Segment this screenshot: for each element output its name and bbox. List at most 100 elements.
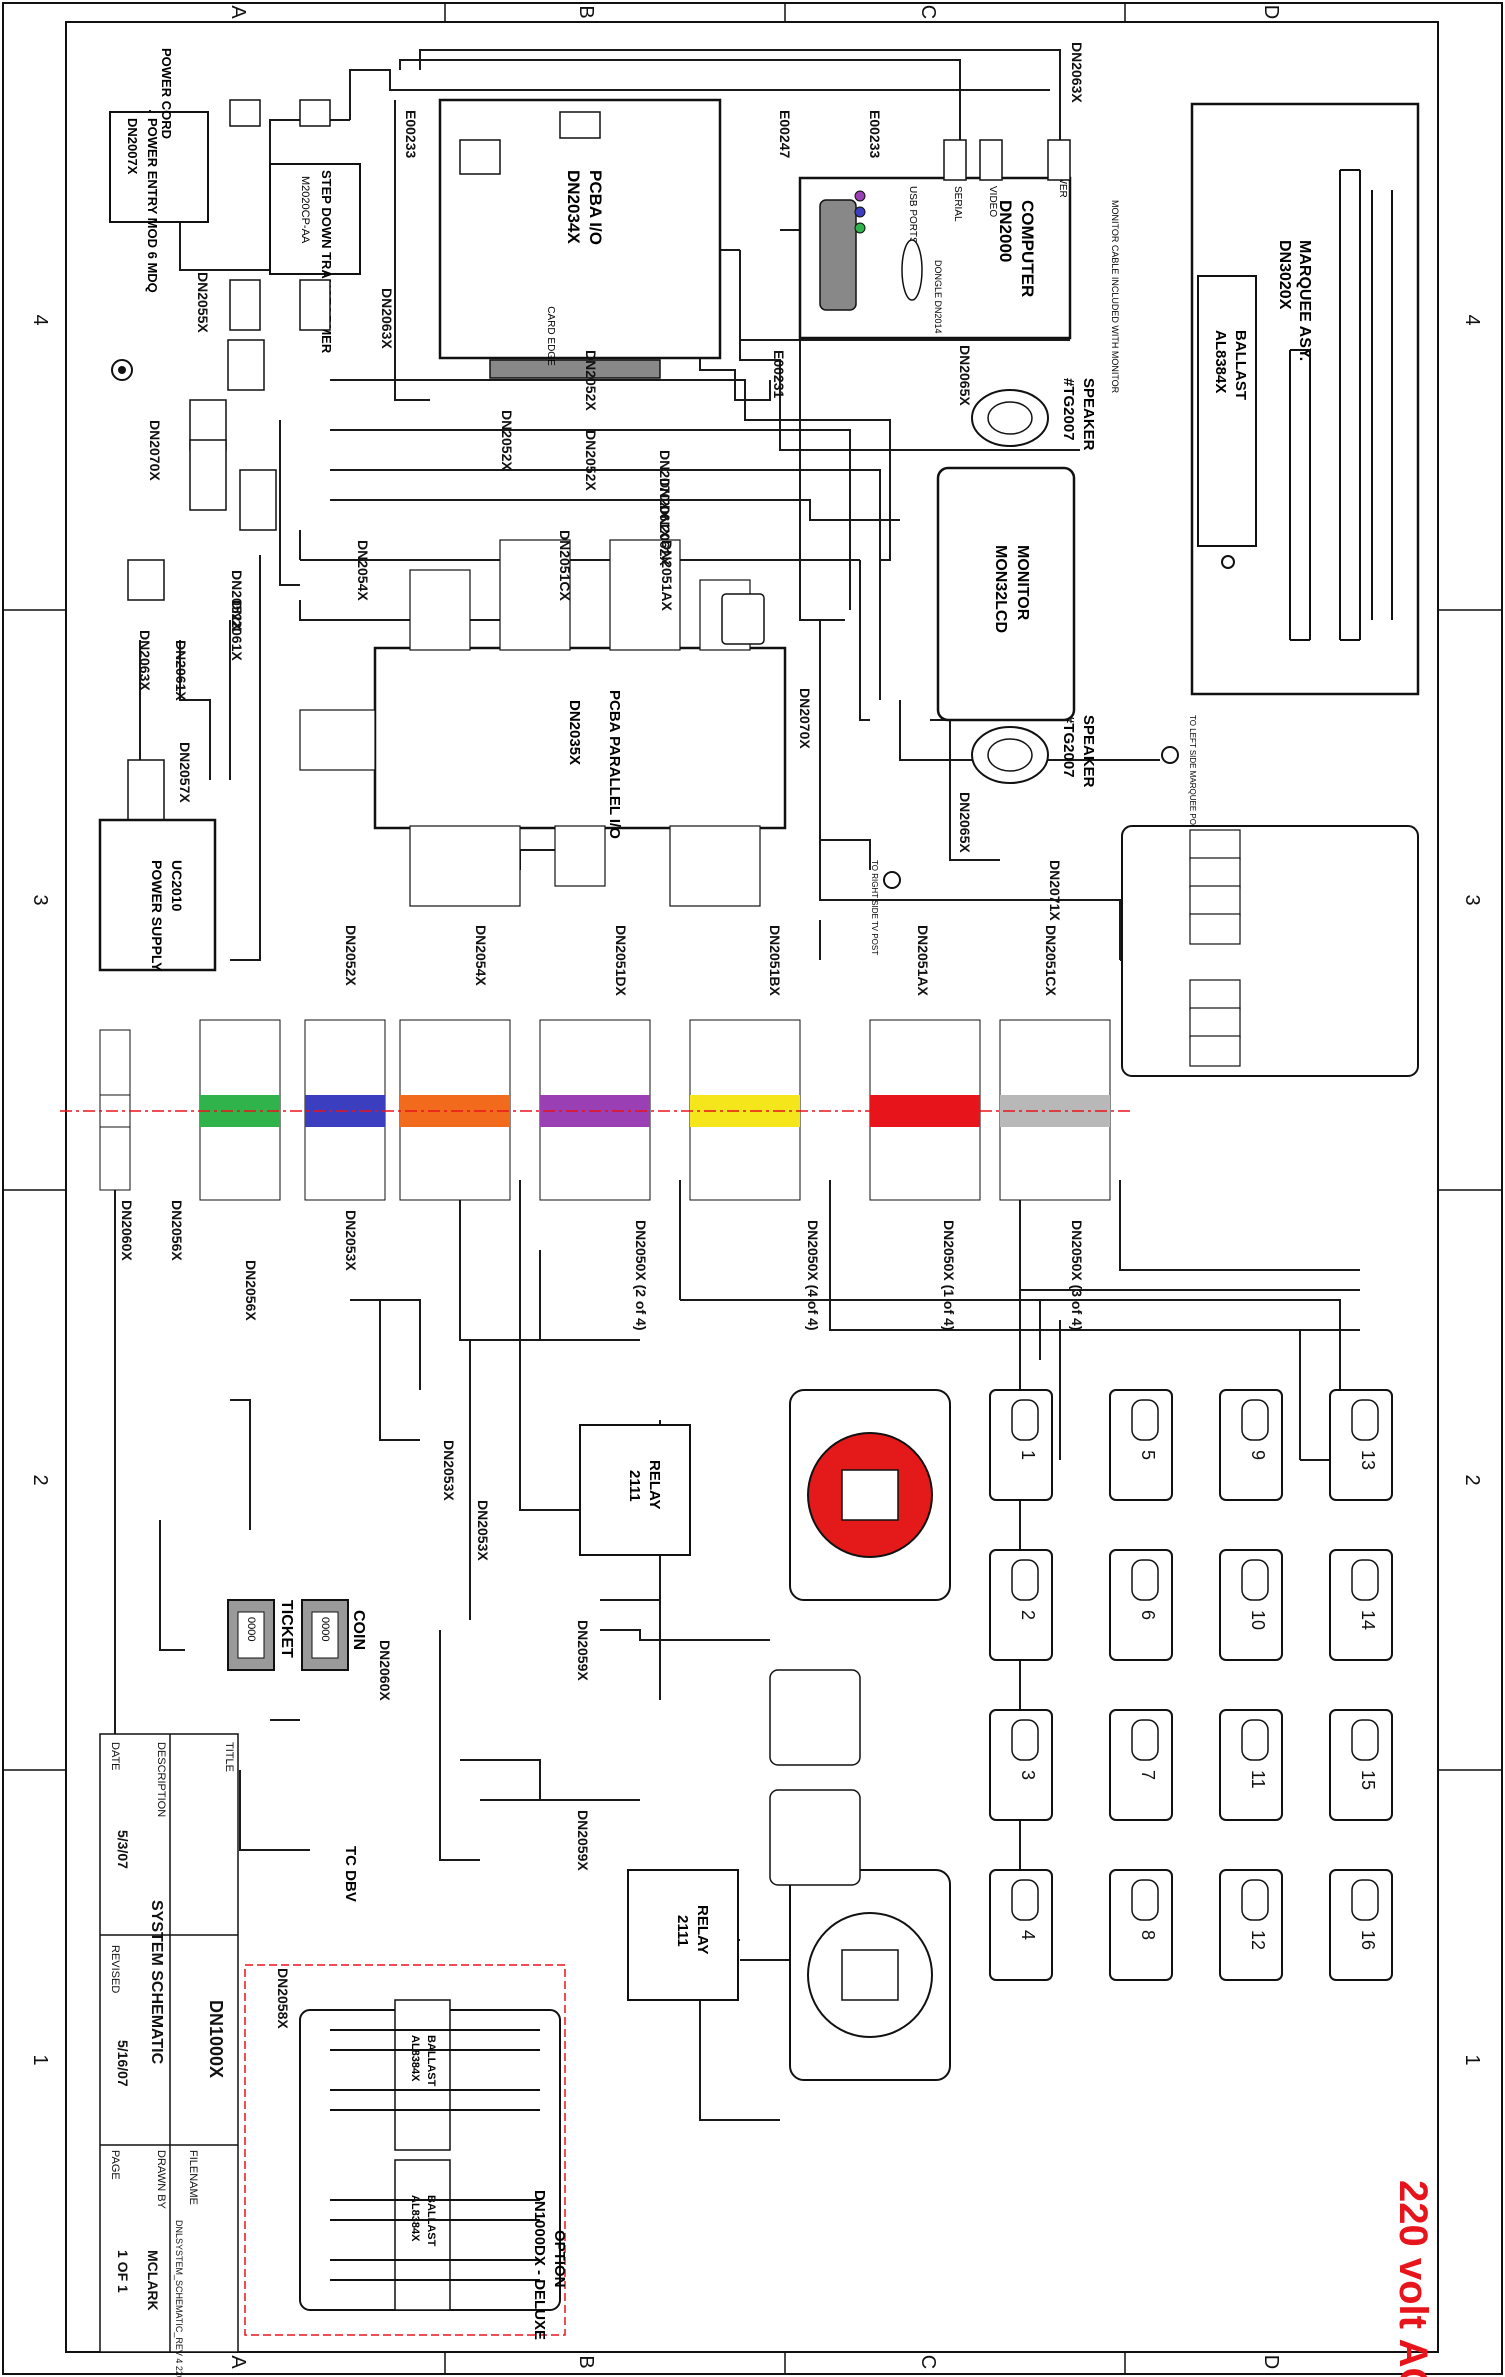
harness-dn2056x-b: DN2056X	[243, 1260, 259, 1321]
lamp-housing-6	[1109, 1549, 1173, 1661]
date-value: 5/3/07	[115, 1830, 131, 1869]
harness-dn2050x-1: DN2050X (2 of 4)	[633, 1220, 649, 1330]
lamp-number-4: 4	[1018, 1930, 1038, 1940]
harness-e00233-b: E00233	[403, 110, 419, 158]
lamp-number-10: 10	[1248, 1610, 1268, 1630]
lamp-bulb-icon-4	[1011, 1879, 1039, 1921]
zone-letter-bottom-a: A	[227, 2355, 249, 2369]
lamp-number-11: 11	[1248, 1770, 1268, 1789]
harness-dn2053x-c: DN2053X	[475, 1500, 491, 1561]
harness-e00231: E00231	[771, 350, 787, 398]
harness-dn2065x-bottom: DN2065X	[957, 792, 973, 853]
harness-dn2057x: DN2057X	[177, 742, 193, 803]
harness-dn2062x: DN2062X	[657, 505, 673, 566]
right-led-housing	[1121, 825, 1419, 1077]
power-supply-label: POWER SUPPLY	[149, 860, 165, 972]
title-label: TITLE	[223, 1742, 235, 1772]
vga-port	[979, 139, 1003, 181]
harness-dn2053x-a: DN2053X	[343, 1210, 359, 1271]
description-value: SYSTEM SCHEMATIC	[148, 1900, 165, 2065]
lamp-housing-2	[989, 1549, 1053, 1661]
harness-dn2051cx-top: DN2051CX	[557, 530, 573, 601]
title-value: DN1000X	[206, 2000, 226, 2078]
left-post-label: TO LEFT SIDE MARQUEE POST	[1188, 715, 1197, 835]
lamp-number-16: 16	[1358, 1930, 1378, 1950]
harness-dn2050x-4: DN2050X (3 of 4)	[1069, 1220, 1085, 1330]
harness-dn2061x-left2: DN2061X	[173, 640, 189, 701]
harness-dn2051ax-col: DN2051AX	[915, 925, 931, 996]
computer-part-label: DN2000	[996, 200, 1015, 262]
relay-bottom-part-label: 2111	[674, 1915, 691, 1947]
zone-number-right-2: 2	[1461, 1474, 1483, 1485]
lamp-bulb-icon-10	[1241, 1559, 1269, 1601]
power-entry-module	[109, 111, 209, 223]
lamp-housing-12	[1219, 1869, 1283, 1981]
speaker-top-label: SPEAKER	[1080, 378, 1097, 451]
audio-jack-purple	[854, 190, 866, 202]
zone-letter-top-b: B	[575, 5, 597, 18]
speaker-top-icon	[971, 389, 1049, 447]
lamp-number-14: 14	[1358, 1610, 1378, 1630]
ballast-ground-icon	[1221, 555, 1235, 569]
lamp-housing-4	[989, 1869, 1053, 1981]
ballast-box	[1197, 275, 1257, 547]
lamp-housing-1	[989, 1389, 1053, 1501]
option-label: OPTION	[551, 2230, 568, 2288]
deluxe-ballast-2-part: AL8384X	[409, 2195, 421, 2242]
pcba-io-p2	[559, 111, 601, 139]
harness-dn2052x-a: DN2052X	[499, 410, 515, 471]
harness-e00247: E00247	[777, 110, 793, 158]
lamp-bulb-icon-15	[1351, 1719, 1379, 1761]
zone-number-left-4: 4	[29, 314, 51, 325]
harness-e00233-a: E00233	[867, 110, 883, 158]
pcba-io-part-label: DN2034X	[564, 170, 583, 244]
computer-label: COMPUTER	[1018, 200, 1037, 297]
card-edge-label: CARD EDGE	[545, 306, 556, 366]
harness-dn2071x: DN2071X	[1047, 860, 1063, 921]
option-part-label: DN1000DX - DELUXE	[531, 2190, 548, 2340]
zone-letter-top-a: A	[227, 5, 249, 19]
pcba-parallel-label: PCBA PARALLEL I/O	[606, 690, 623, 839]
socket-lamps	[769, 1669, 861, 1886]
power-cord-label: POWER CORD	[159, 48, 174, 139]
marquee-label: MARQUEE ASY.	[1296, 240, 1313, 361]
lamp-number-8: 8	[1138, 1930, 1158, 1940]
lamp-bulb-icon-1	[1011, 1399, 1039, 1441]
lamp-bulb-icon-8	[1131, 1879, 1159, 1921]
lamp-housing-5	[1109, 1389, 1173, 1501]
title-block	[99, 1733, 239, 2353]
zone-letter-bottom-c: C	[917, 2355, 939, 2369]
harness-dn2053x-b: DN2053X	[441, 1440, 457, 1501]
lamp-bulb-icon-9	[1241, 1399, 1269, 1441]
zone-letter-top-c: C	[917, 5, 939, 19]
computer-port-usb: USB PORTS	[907, 186, 918, 244]
lamp-housing-10	[1219, 1549, 1283, 1661]
right-led-connectors	[1189, 829, 1241, 1067]
lamp-bulb-icon-3	[1011, 1719, 1039, 1761]
dongle-label: DONGLE DN2014	[933, 260, 943, 334]
harness-dn2056x-a: DN2056X	[169, 1200, 185, 1261]
lamp-number-5: 5	[1138, 1450, 1158, 1460]
page-label: PAGE	[109, 2150, 121, 2180]
harness-dn2070x-right: DN2070X	[797, 688, 813, 749]
harness-dn2061x-left: DN2061X	[229, 600, 245, 661]
monitor-part-label: MON32LCD	[992, 545, 1009, 633]
harness-dn2050x-3: DN2050X (1 of 4)	[941, 1220, 957, 1330]
date-label: DATE	[109, 1742, 121, 1771]
pcba-io-label: PCBA I/O	[586, 170, 605, 245]
harness-dn2051cx-col: DN2051CX	[1043, 925, 1059, 996]
lamp-bulb-icon-16	[1351, 1879, 1379, 1921]
audio-jack-green	[854, 222, 866, 234]
lamp-number-13: 13	[1358, 1450, 1378, 1470]
zone-ticks	[3, 3, 1502, 2374]
lamp-number-15: 15	[1358, 1770, 1378, 1790]
harness-dn2065x-top: DN2065X	[957, 345, 973, 406]
zone-number-left-3: 3	[29, 894, 51, 905]
monitor-box	[936, 466, 1076, 722]
harness-dn2059x-a: DN2059X	[575, 1620, 591, 1681]
zone-letter-bottom-d: D	[1260, 2355, 1282, 2369]
serial-port	[943, 139, 967, 181]
marquee-part-label: DN3020X	[1276, 240, 1293, 310]
deluxe-ballast-1-label: BALLAST	[425, 2035, 437, 2087]
